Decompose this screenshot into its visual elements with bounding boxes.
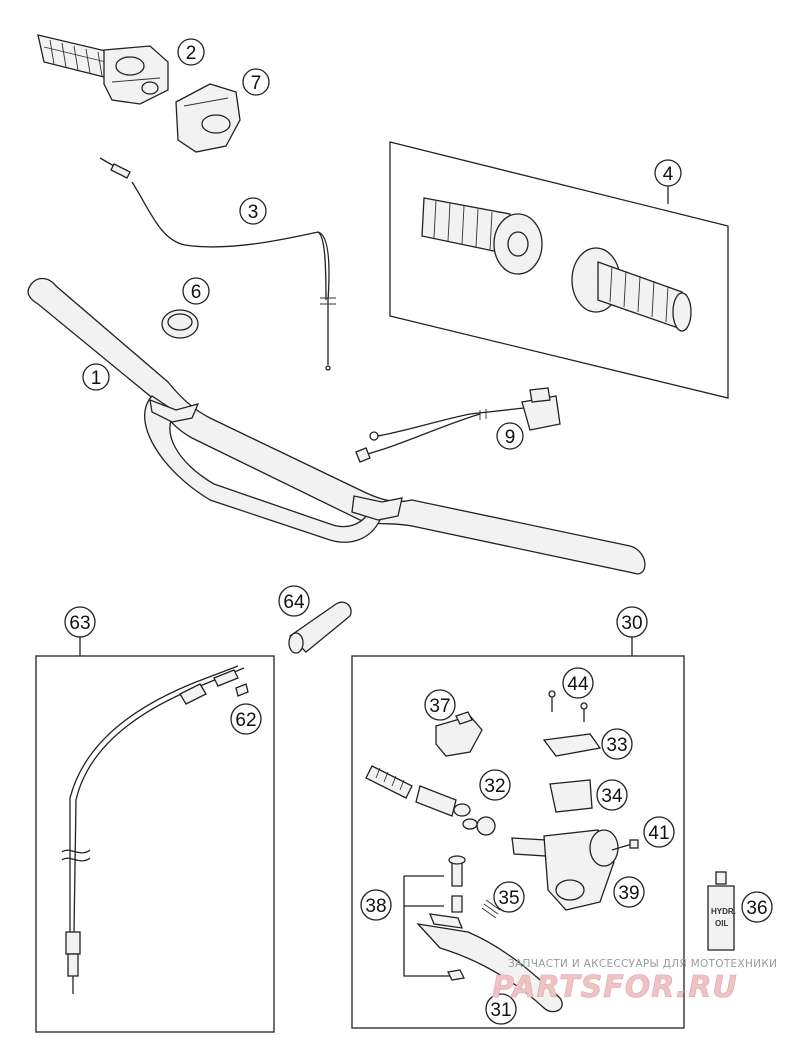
callout-label: 6 (191, 282, 202, 303)
callout-37: 37 (424, 689, 456, 721)
callout-41: 41 (643, 816, 675, 848)
callout-62: 62 (230, 703, 262, 735)
callout-64: 64 (278, 585, 310, 617)
callout-6: 6 (182, 277, 210, 305)
callout-63: 63 (64, 606, 96, 638)
watermark-tagline: ЗАПЧАСТИ И АКСЕССУАРЫ ДЛЯ МОТОТЕХНИКИ (508, 958, 777, 970)
callout-label: 2 (186, 43, 197, 64)
callout-label: 44 (567, 674, 589, 695)
throttle-housing-cover (175, 83, 241, 153)
callouts: 2 7 3 4 6 1 9 64 63 30 62 44 37 33 32 34… (64, 38, 773, 1025)
callout-label: 62 (235, 710, 256, 731)
callout-1: 1 (82, 363, 110, 391)
bottle-label-line2: OIL (715, 919, 728, 928)
callout-31: 31 (485, 993, 517, 1025)
callout-32: 32 (479, 769, 511, 801)
callout-label: 3 (248, 202, 259, 223)
bottle-label-line1: HYDR. (711, 907, 736, 916)
callout-label: 1 (91, 368, 102, 389)
rubber-boot (288, 601, 352, 654)
callout-label: 36 (746, 898, 767, 919)
callout-7: 7 (242, 68, 270, 96)
callout-39: 39 (613, 876, 645, 908)
callout-36: 36 (741, 891, 773, 923)
callout-34: 34 (596, 779, 628, 811)
callout-label: 30 (621, 613, 642, 634)
callout-38: 38 (360, 889, 392, 921)
callout-35: 35 (493, 881, 525, 913)
watermark: ЗАПЧАСТИ И АКСЕССУАРЫ ДЛЯ МОТОТЕХНИКИ PA… (492, 958, 777, 1005)
callout-label: 32 (484, 776, 505, 797)
callout-label: 31 (490, 1000, 511, 1021)
callout-label: 63 (69, 613, 90, 634)
callout-label: 7 (251, 73, 262, 94)
clutch-master-box (351, 637, 685, 1029)
hydraulic-oil-bottle: HYDR. OIL (707, 871, 736, 951)
callout-3: 3 (239, 197, 267, 225)
kill-switch (355, 387, 561, 463)
callout-label: 41 (648, 823, 669, 844)
throttle-cable (99, 157, 336, 371)
callout-label: 4 (663, 164, 674, 185)
watermark-logo: PARTSFOR.RU (492, 970, 738, 1005)
callout-label: 64 (283, 592, 305, 613)
clutch-cable-box (35, 637, 275, 1033)
callout-2: 2 (177, 38, 205, 66)
callout-label: 33 (606, 735, 627, 756)
bar-clamp-ring (161, 309, 199, 339)
callout-label: 34 (601, 786, 623, 807)
callout-label: 38 (365, 896, 386, 917)
handlebar (27, 277, 646, 575)
grip-set-box (389, 141, 729, 399)
callout-44: 44 (562, 667, 594, 699)
callout-30: 30 (616, 606, 648, 638)
callout-label: 37 (429, 696, 450, 717)
callout-label: 9 (505, 427, 516, 448)
callout-label: 39 (618, 883, 639, 904)
throttle-grip-assembly (37, 34, 169, 105)
callout-33: 33 (601, 728, 633, 760)
callout-9: 9 (496, 422, 524, 450)
callout-label: 35 (498, 888, 519, 909)
callout-4: 4 (654, 159, 682, 187)
